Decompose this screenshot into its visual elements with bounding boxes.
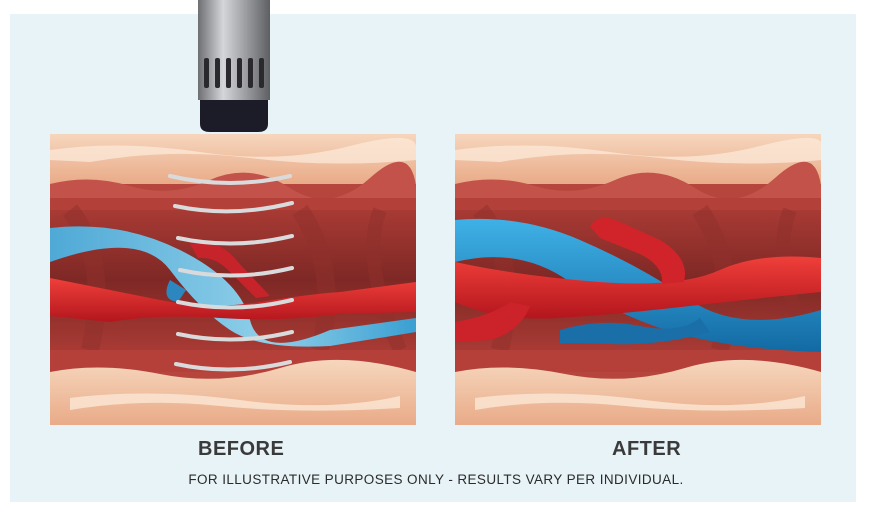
after-label: AFTER	[612, 438, 682, 460]
acoustic-wave-icon	[168, 174, 294, 372]
shockwave-applicator-icon	[198, 0, 270, 132]
before-label: BEFORE	[198, 438, 285, 460]
after-panel	[455, 134, 821, 425]
disclaimer-text: FOR ILLUSTRATIVE PURPOSES ONLY - RESULTS…	[188, 472, 684, 487]
before-panel	[50, 134, 416, 425]
